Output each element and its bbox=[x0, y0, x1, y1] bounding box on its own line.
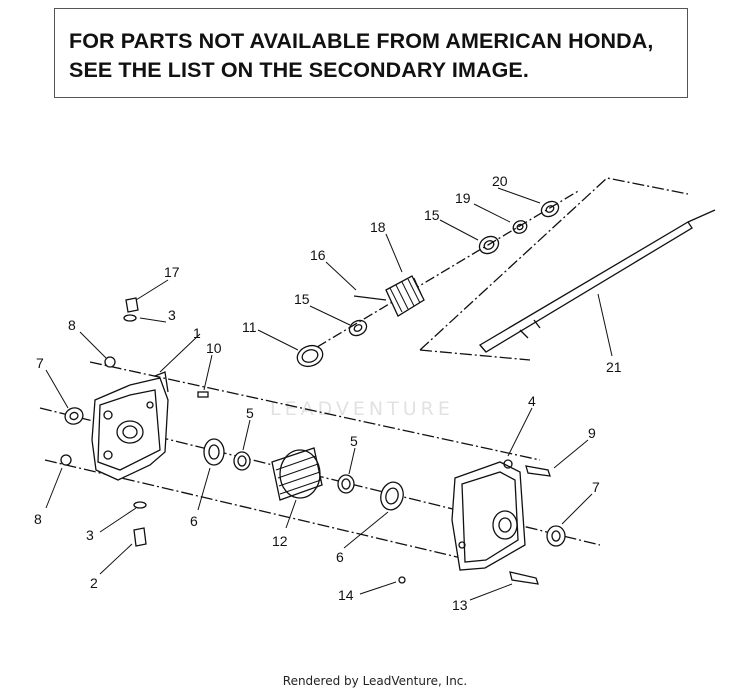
callout-5-left: 5 bbox=[246, 405, 254, 421]
callout-7-right: 7 bbox=[592, 479, 600, 495]
callout-17: 17 bbox=[164, 264, 180, 280]
callout-9: 9 bbox=[588, 425, 596, 441]
callout-10: 10 bbox=[206, 340, 222, 356]
callout-19: 19 bbox=[455, 190, 471, 206]
gear-12 bbox=[271, 447, 323, 501]
callout-labels: 20 19 15 18 16 15 11 17 3 8 1 10 7 5 6 1… bbox=[34, 173, 622, 613]
callout-6-right: 6 bbox=[336, 549, 344, 565]
callout-12: 12 bbox=[272, 533, 288, 549]
callout-21: 21 bbox=[606, 359, 622, 375]
left-gear-case bbox=[91, 371, 169, 481]
callout-18: 18 bbox=[370, 219, 386, 235]
leadventure-watermark: LEADVENTURE bbox=[270, 398, 454, 420]
seal-7-left bbox=[64, 407, 84, 425]
callout-8-lower: 8 bbox=[34, 511, 42, 527]
callout-6-left: 6 bbox=[190, 513, 198, 529]
notice-line-1: FOR PARTS NOT AVAILABLE FROM AMERICAN HO… bbox=[69, 29, 654, 53]
notice-line-2: SEE THE LIST ON THE SECONDARY IMAGE. bbox=[69, 58, 529, 82]
callout-5-right: 5 bbox=[350, 433, 358, 449]
callout-11: 11 bbox=[242, 319, 257, 335]
callout-7-left: 7 bbox=[36, 355, 44, 371]
callout-20: 20 bbox=[492, 173, 508, 189]
axle-shaft-panel bbox=[419, 177, 716, 361]
callout-15-upper: 15 bbox=[424, 207, 440, 223]
rendered-by-footer: Rendered by LeadVenture, Inc. bbox=[282, 674, 468, 688]
callout-1: 1 bbox=[193, 325, 201, 341]
callout-16: 16 bbox=[310, 247, 326, 263]
callout-8-upper: 8 bbox=[68, 317, 76, 333]
right-gear-case bbox=[451, 459, 526, 571]
callout-14: 14 bbox=[338, 587, 354, 603]
callout-13: 13 bbox=[452, 597, 468, 613]
callout-3-upper: 3 bbox=[168, 307, 176, 323]
callout-15-lower: 15 bbox=[294, 291, 310, 307]
parts-availability-notice: FOR PARTS NOT AVAILABLE FROM AMERICAN HO… bbox=[54, 8, 688, 98]
callout-4: 4 bbox=[528, 393, 536, 409]
worm-shaft-assembly bbox=[296, 189, 581, 368]
callout-2: 2 bbox=[90, 575, 98, 591]
callout-3-lower: 3 bbox=[86, 527, 94, 543]
